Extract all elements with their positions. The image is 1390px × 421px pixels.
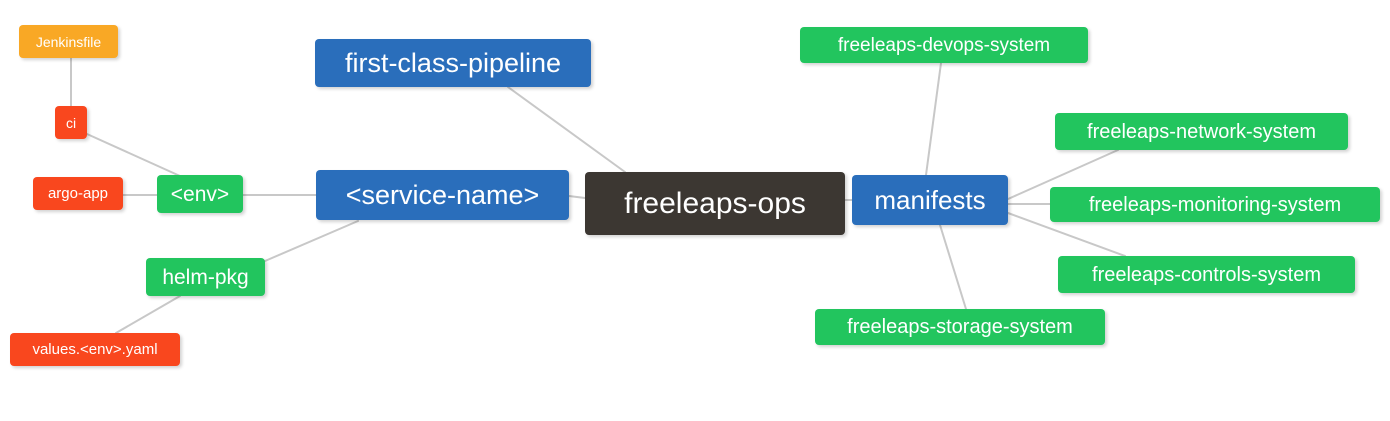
edge-service-name-to-root bbox=[568, 195, 586, 199]
mindmap-node-env[interactable]: <env> bbox=[157, 175, 243, 213]
mindmap-node-pipeline[interactable]: first-class-pipeline bbox=[315, 39, 591, 87]
mindmap-node-service-name[interactable]: <service-name> bbox=[316, 170, 569, 220]
mindmap-node-jenkinsfile[interactable]: Jenkinsfile bbox=[19, 25, 118, 58]
mindmap-node-ci[interactable]: ci bbox=[55, 106, 87, 139]
mindmap-node-root[interactable]: freeleaps-ops bbox=[585, 172, 845, 235]
mindmap-node-controls[interactable]: freeleaps-controls-system bbox=[1058, 256, 1355, 293]
edge-helm-pkg-to-values-yaml bbox=[115, 295, 181, 334]
mindmap-node-devops[interactable]: freeleaps-devops-system bbox=[800, 27, 1088, 63]
mindmap-node-monitoring[interactable]: freeleaps-monitoring-system bbox=[1050, 187, 1380, 222]
edge-service-name-to-helm-pkg bbox=[264, 220, 359, 262]
mindmap-node-network[interactable]: freeleaps-network-system bbox=[1055, 113, 1348, 150]
mindmap-node-argo-app[interactable]: argo-app bbox=[33, 177, 123, 210]
mindmap-node-helm-pkg[interactable]: helm-pkg bbox=[146, 258, 265, 296]
edge-pipeline-to-root bbox=[507, 86, 626, 173]
mindmap-node-values-yaml[interactable]: values.<env>.yaml bbox=[10, 333, 180, 366]
mindmap-node-manifests[interactable]: manifests bbox=[852, 175, 1008, 225]
edge-manifests-to-storage bbox=[939, 224, 967, 310]
mindmap-node-storage[interactable]: freeleaps-storage-system bbox=[815, 309, 1105, 345]
edge-ci-to-env bbox=[86, 133, 181, 177]
edge-manifests-to-devops bbox=[925, 62, 942, 176]
